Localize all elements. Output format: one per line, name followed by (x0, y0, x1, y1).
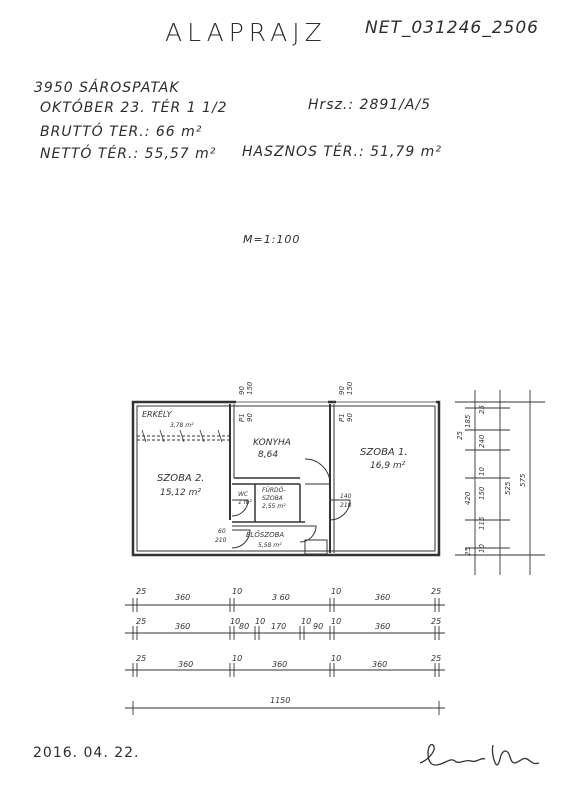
room-furdo: FÜRDŐ- (262, 487, 286, 494)
window-dim: 90 (338, 386, 346, 395)
dim-v: 575 (519, 473, 527, 487)
room-eloszoba-area: 5,58 m² (258, 542, 282, 549)
dim-v: 10 (478, 467, 486, 476)
room-szoba1: SZOBA 1. (360, 447, 408, 458)
dim-v: 420 (464, 491, 472, 505)
dim-row2: 360 (375, 622, 390, 631)
room-eloszoba: ELŐSZOBA (246, 530, 284, 539)
window-dim: 150 (346, 381, 354, 395)
dim-row3: 10 (331, 654, 341, 663)
dim-row1: 25 (136, 587, 146, 596)
dim-row1: 3 60 (272, 593, 290, 602)
door-swing (329, 499, 351, 521)
dim-row1: 360 (175, 593, 190, 602)
usable-area: HASZNOS TÉR.: 51,79 m² (242, 144, 442, 160)
room-erkely-area: 3,78 m² (170, 422, 194, 429)
dim-row2: 10 (255, 617, 265, 626)
dim-total: 1150 (270, 696, 290, 705)
dim-v: 25 (456, 431, 464, 440)
dim-row2: 80 (239, 622, 249, 631)
scale-label: M=1:100 (243, 233, 301, 246)
window-dim: 90 (238, 386, 246, 395)
room-szoba1-area: 16,9 m² (370, 461, 406, 471)
dim-row1: 10 (331, 587, 341, 596)
dim-row2: 25 (136, 617, 146, 626)
inner-wall-line (136, 405, 436, 552)
room-furdo-area: 2,55 m² (262, 503, 286, 510)
dim-v: 25 (464, 547, 472, 556)
dim-row2: 170 (271, 622, 286, 631)
gross-area: BRUTTÓ TER.: 66 m² (40, 124, 203, 140)
entrance (304, 539, 328, 555)
window-code: P1 (238, 413, 246, 422)
dim-row1: 25 (431, 587, 441, 596)
room-wc-area: 1 m² (238, 499, 253, 506)
room-furdo-2: SZOBA (262, 495, 283, 502)
dim-row3: 360 (372, 660, 387, 669)
signature-image (419, 744, 540, 766)
dim-row2: 25 (431, 617, 441, 626)
document-title: ALAPRAJZ (165, 18, 327, 47)
window-code: 90 (346, 413, 354, 422)
dim-v: 150 (478, 486, 486, 500)
door-swing (304, 458, 331, 485)
dim-row3: 360 (272, 660, 287, 669)
dim-door-210: 210 (340, 502, 352, 509)
net-area: NETTÓ TÉR.: 55,57 m² (40, 146, 217, 162)
window-code: P1 (338, 413, 346, 422)
door-swing (231, 499, 249, 517)
dim-v: 25 (478, 405, 486, 414)
dim-v: 525 (504, 481, 512, 495)
dim-row2: 10 (230, 617, 240, 626)
document-date: 2016. 04. 22. (33, 745, 140, 761)
room-wc: WC (238, 491, 249, 498)
dim-row3: 25 (431, 654, 441, 663)
door-swing (299, 525, 317, 543)
dim-row1: 360 (375, 593, 390, 602)
dim-row2: 10 (301, 617, 311, 626)
window-code: 90 (246, 413, 254, 422)
dim-v: 10 (478, 544, 486, 553)
dim-row1: 10 (232, 587, 242, 596)
dim-door-140: 140 (340, 493, 352, 500)
dim-row2: 10 (331, 617, 341, 626)
room-szoba2: SZOBA 2. (157, 473, 205, 484)
dim-row3: 10 (232, 654, 242, 663)
door-swing (231, 529, 251, 549)
dim-row2: 360 (175, 622, 190, 631)
dim-v: 115 (478, 516, 486, 530)
address-line: OKTÓBER 23. TÉR 1 1/2 (40, 100, 228, 116)
room-erkely: ERKÉLY (142, 408, 173, 419)
dim-v: 240 (478, 434, 486, 448)
dim-door-60: 60 (218, 528, 226, 535)
room-konyha: KONYHA (253, 438, 291, 448)
dim-row3: 360 (178, 660, 193, 669)
dim-v: 185 (464, 414, 472, 428)
room-szoba2-area: 15,12 m² (160, 488, 201, 498)
dim-row2: 90 (313, 622, 323, 631)
document-id: NET_031246_2506 (365, 18, 540, 38)
hrsz-line: Hrsz.: 2891/A/5 (308, 97, 432, 113)
dim-row3: 25 (136, 654, 146, 663)
window-dim: 150 (246, 381, 254, 395)
city-line: 3950 SÁROSPATAK (34, 80, 180, 96)
room-konyha-area: 8,64 (258, 450, 278, 460)
dim-door-210b: 210 (215, 537, 227, 544)
